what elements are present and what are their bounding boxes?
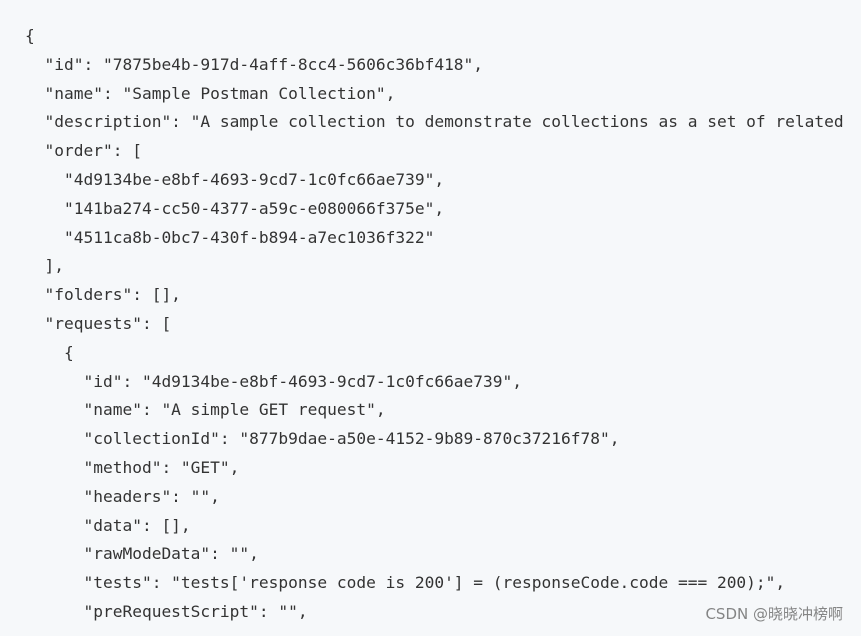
code-line: "name": "A simple GET request",	[25, 400, 386, 420]
code-line: "order": [	[25, 141, 142, 161]
code-line: "rawModeData": "",	[25, 544, 259, 564]
code-line: "description": "A sample collection to d…	[25, 112, 844, 132]
csdn-watermark: CSDN @晓晓冲榜啊	[703, 603, 845, 624]
code-line: "id": "4d9134be-e8bf-4693-9cd7-1c0fc66ae…	[25, 371, 523, 391]
code-lines: { "id": "7875be4b-917d-4aff-8cc4-5606c36…	[25, 22, 844, 627]
code-line: "collectionId": "877b9dae-a50e-4152-9b89…	[25, 429, 620, 449]
code-line: ],	[25, 256, 64, 276]
code-line: "id": "7875be4b-917d-4aff-8cc4-5606c36bf…	[25, 54, 484, 74]
code-line: "141ba274-cc50-4377-a59c-e080066f375e",	[25, 198, 445, 218]
code-line: "headers": "",	[25, 486, 220, 506]
code-line: "name": "Sample Postman Collection",	[25, 83, 396, 103]
code-line: "requests": [	[25, 313, 172, 333]
code-line: "tests": "tests['response code is 200'] …	[25, 573, 786, 593]
code-line: "4511ca8b-0bc7-430f-b894-a7ec1036f322"	[25, 227, 435, 247]
code-line: "method": "GET",	[25, 457, 240, 477]
code-line: "4d9134be-e8bf-4693-9cd7-1c0fc66ae739",	[25, 169, 445, 189]
code-line: {	[25, 342, 74, 362]
code-line: "preRequestScript": "",	[25, 601, 308, 621]
code-line: {	[25, 26, 35, 45]
code-line: "folders": [],	[25, 285, 181, 305]
code-line: "data": [],	[25, 515, 191, 535]
